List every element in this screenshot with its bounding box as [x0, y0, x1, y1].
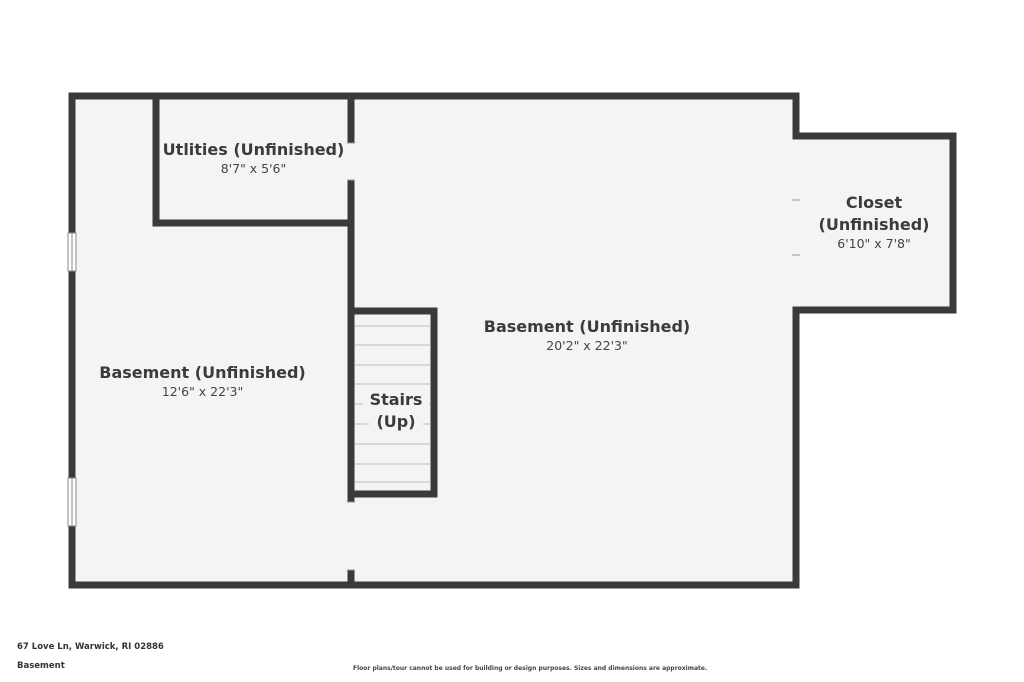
basement-left-dims: 12'6" x 22'3"	[161, 384, 244, 399]
window-lower	[67, 477, 77, 527]
floor-name-text: Basement	[17, 661, 65, 671]
closet-name-line2: (Unfinished)	[818, 215, 930, 234]
basement-left-name: Basement (Unfinished)	[99, 363, 306, 382]
basement-main-name: Basement (Unfinished)	[483, 317, 691, 336]
utilities-wall	[152, 96, 351, 227]
basement-main-dims: 20'2" x 22'3"	[546, 338, 628, 353]
utilities-dims: 8'7" x 5'6"	[220, 161, 287, 176]
closet-dims: 6'10" x 7'8"	[837, 236, 911, 251]
window-upper	[67, 232, 77, 272]
stairs-wall	[351, 307, 438, 498]
outer-wall	[68, 92, 957, 589]
address-text: 67 Love Ln, Warwick, RI 02886	[17, 642, 164, 652]
walls	[68, 92, 957, 589]
utilities-name: Utlities (Unfinished)	[162, 140, 345, 159]
closet-floor	[796, 136, 953, 310]
disclaimer-text: Floor plans/tour cannot be used for buil…	[353, 665, 708, 672]
stairs-name-line2: (Up)	[369, 411, 423, 433]
basement-main-label: Basement (Unfinished) 20'2" x 22'3"	[460, 316, 714, 354]
stairs-name-line1: Stairs	[363, 389, 429, 411]
utilities-label: Utlities (Unfinished) 8'7" x 5'6"	[156, 139, 351, 177]
closet-doorway	[792, 200, 800, 255]
closet-label: Closet (Unfinished) 6'10" x 7'8"	[800, 192, 948, 252]
basement-left-label: Basement (Unfinished) 12'6" x 22'3"	[76, 362, 329, 400]
stairs-label: Stairs (Up)	[355, 389, 437, 433]
closet-name-line1: Closet	[845, 193, 903, 212]
